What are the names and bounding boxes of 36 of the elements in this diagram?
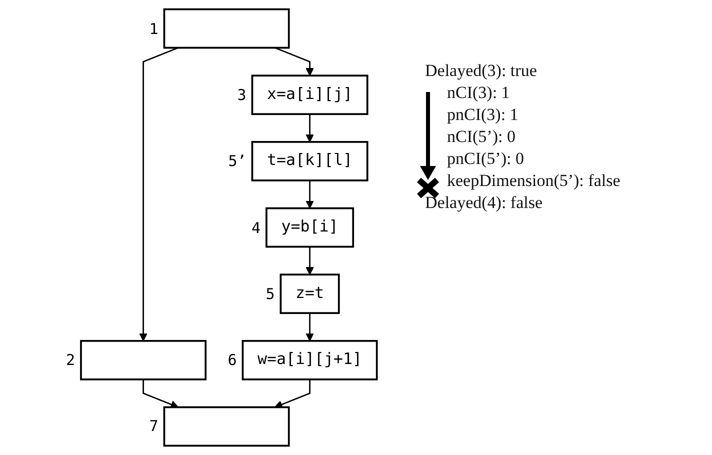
node-number: 1 bbox=[149, 20, 158, 38]
arrow bbox=[306, 246, 314, 275]
arrow bbox=[142, 379, 179, 408]
node-number: 6 bbox=[228, 351, 237, 370]
node-number: 3 bbox=[237, 86, 246, 104]
arrow bbox=[274, 47, 314, 76]
process-box bbox=[163, 8, 290, 49]
code-text: t=a[k][l] bbox=[267, 150, 353, 172]
arrow bbox=[306, 114, 314, 142]
process-box bbox=[266, 207, 354, 248]
node-number: 5 bbox=[266, 284, 275, 303]
process-box bbox=[280, 274, 340, 314]
code-text: z=t bbox=[296, 282, 324, 304]
process-box bbox=[80, 340, 207, 380]
node-number: 2 bbox=[66, 351, 75, 370]
note-text: nCI(5’): 0 bbox=[446, 126, 516, 148]
arrow bbox=[274, 379, 310, 408]
process-box bbox=[163, 406, 290, 447]
code-text: x=a[i][j] bbox=[267, 84, 353, 106]
node-number: 5’ bbox=[228, 152, 246, 170]
code-text: y=b[i] bbox=[281, 216, 338, 238]
arrow bbox=[306, 180, 314, 209]
process-box bbox=[251, 141, 368, 182]
node-number: 4 bbox=[251, 218, 260, 236]
arrow bbox=[139, 47, 178, 342]
process-box bbox=[251, 74, 368, 116]
node-number: 7 bbox=[149, 417, 158, 436]
process-box bbox=[242, 340, 378, 380]
note-text: keepDimension(5’): false bbox=[446, 170, 620, 192]
note-text: Delayed(3): true bbox=[425, 60, 538, 82]
note-text: nCI(3): 1 bbox=[446, 82, 511, 104]
arrow bbox=[306, 313, 314, 342]
note-text: pnCI(3): 1 bbox=[446, 104, 520, 126]
note-text: Delayed(4): false bbox=[425, 192, 544, 214]
note-text: pnCI(5’): 0 bbox=[446, 148, 525, 170]
code-text: w=a[i][j+1] bbox=[258, 349, 362, 371]
